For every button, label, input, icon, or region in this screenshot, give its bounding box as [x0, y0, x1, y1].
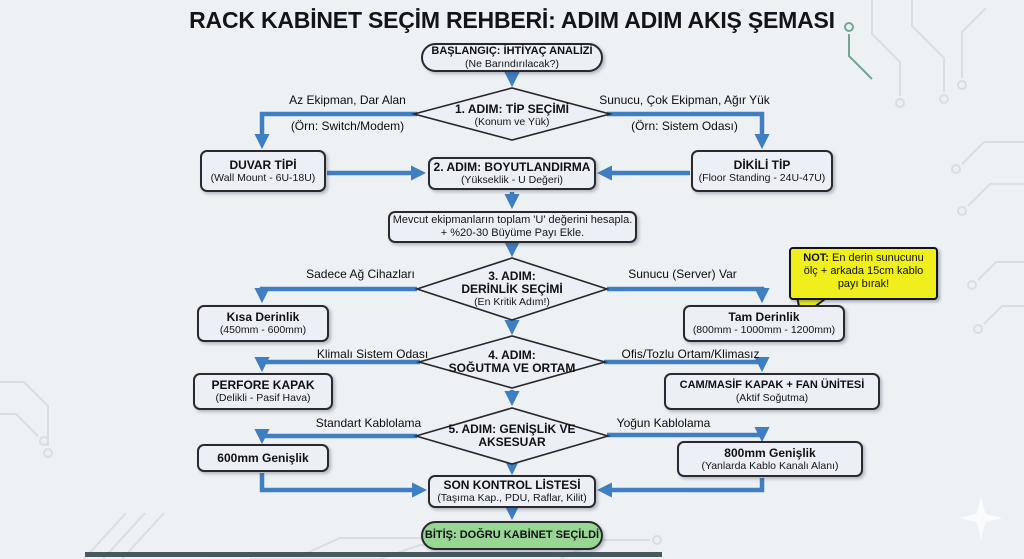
step5-diamond [413, 407, 611, 465]
step3-title2: DERİNLİK SEÇİMİ [461, 282, 563, 296]
step1-subtitle: (Konum ve Yük) [474, 115, 550, 128]
perforated-door-node: PERFORE KAPAK (Delikli - Pasif Hava) [193, 373, 333, 410]
short-depth-node: Kısa Derinlik (450mm - 600mm) [197, 305, 329, 342]
step3-diamond [414, 257, 610, 321]
branch3-right-label: Sunucu (Server) Var [628, 267, 737, 281]
width-600-node: 600mm Genişlik [197, 444, 329, 472]
wall-type-title: DUVAR TİPİ [229, 157, 297, 172]
branch4-left-label: Klimalı Sistem Odası [316, 347, 429, 361]
width-800-node: 800mm Genişlik (Yanlarda Kablo Kanalı Al… [677, 441, 863, 477]
full-depth-title: Tam Derinlik [728, 310, 800, 324]
start-node: BAŞLANGIÇ: İHTİYAÇ ANALİZİ (Ne Barındırı… [421, 43, 603, 72]
start-subtitle: (Ne Barındırılacak?) [465, 58, 559, 70]
full-depth-subtitle: (800mm - 1000mm - 1200mm) [692, 324, 836, 336]
width-600-title: 600mm Genişlik [217, 450, 309, 465]
branch1-left-sublabel: (Örn: Switch/Modem) [290, 119, 405, 133]
branch5-left-label: Standart Kablolama [315, 416, 422, 430]
step2-title: 2. ADIM: BOYUTLANDIRMA [433, 160, 591, 174]
step5-title2: AKSESUAR [478, 435, 546, 449]
perforated-door-title: PERFORE KAPAK [211, 378, 315, 392]
floor-type-title: DİKİLİ TİP [733, 157, 791, 172]
step1-diamond [410, 87, 614, 141]
step2-node: 2. ADIM: BOYUTLANDIRMA (Yükseklik - U De… [428, 157, 596, 190]
end-node: BİTİŞ: DOĞRU KABİNET SEÇİLDİ [421, 521, 603, 550]
u-note-line2: + %20-30 Büyüme Payı Ekle. [440, 227, 585, 239]
wall-type-node: DUVAR TİPİ (Wall Mount - 6U-18U) [200, 150, 326, 192]
perforated-door-subtitle: (Delikli - Pasif Hava) [215, 392, 311, 404]
branch1-left-label: Az Ekipman, Dar Alan [289, 93, 406, 107]
step2-subtitle: (Yükseklik - U Değeri) [460, 174, 564, 186]
branch4-right-label: Ofis/Tozlu Ortam/Klimasız [621, 347, 760, 361]
start-title: BAŞLANGIÇ: İHTİYAÇ ANALİZİ [431, 45, 593, 57]
step4-diamond [416, 335, 608, 389]
glass-door-title: CAM/MASİF KAPAK + FAN ÜNİTESİ [679, 379, 865, 391]
step1-label: 1. ADIM: TİP SEÇİMİ (Konum ve Yük) [412, 95, 612, 135]
flow-arrows [254, 71, 770, 521]
branch5-right-label: Yoğun Kablolama [616, 416, 711, 430]
page-title: RACK KABİNET SEÇİM REHBERİ: ADIM ADIM AK… [189, 7, 835, 33]
warning-note-bold: NOT: [803, 252, 829, 264]
branch1-right-label: Sunucu, Çok Ekipman, Ağır Yük [599, 93, 770, 107]
step3-label: 3. ADIM: DERİNLİK SEÇİMİ (En Kritik Adım… [417, 266, 607, 312]
warning-note-text: En derin sunucunu ölç + arkada 15cm kabl… [803, 252, 924, 290]
final-check-title: SON KONTROL LİSTESİ [443, 478, 581, 492]
short-depth-subtitle: (450mm - 600mm) [219, 324, 307, 336]
final-check-subtitle: (Taşıma Kap., PDU, Raflar, Kilit) [437, 492, 587, 504]
u-note-line1: Mevcut ekipmanların toplam 'U' değerini … [392, 214, 633, 226]
final-check-node: SON KONTROL LİSTESİ (Taşıma Kap., PDU, R… [428, 475, 596, 508]
floor-type-subtitle: (Floor Standing - 24U-47U) [698, 171, 826, 184]
u-calculation-note: Mevcut ekipmanların toplam 'U' değerini … [388, 211, 637, 243]
floor-type-node: DİKİLİ TİP (Floor Standing - 24U-47U) [691, 150, 833, 192]
wall-type-subtitle: (Wall Mount - 6U-18U) [210, 171, 316, 184]
short-depth-title: Kısa Derinlik [226, 310, 300, 324]
glass-door-node: CAM/MASİF KAPAK + FAN ÜNİTESİ (Aktif Soğ… [664, 373, 880, 410]
step3-title: 3. ADIM: [488, 269, 536, 283]
warning-note-bubble: NOT: En derin sunucunu ölç + arkada 15cm… [789, 247, 938, 300]
branch3-left-label: Sadece Ağ Cihazları [306, 267, 415, 281]
step1-title: 1. ADIM: TİP SEÇİMİ [454, 101, 569, 116]
step4-title2: SOĞUTMA VE ORTAM [448, 361, 576, 375]
full-depth-node: Tam Derinlik (800mm - 1000mm - 1200mm) [683, 305, 845, 342]
glass-door-subtitle: (Aktif Soğutma) [735, 392, 809, 404]
step4-label: 4. ADIM: SOĞUTMA VE ORTAM [427, 347, 597, 377]
step3-subtitle: (En Kritik Adım!) [474, 296, 550, 308]
width-800-title: 800mm Genişlik [724, 445, 816, 460]
step5-label: 5. ADIM: GENİŞLİK VE AKSESUAR [422, 421, 602, 451]
bottom-bar [85, 552, 662, 557]
step4-title: 4. ADIM: [488, 348, 536, 362]
end-title: BİTİŞ: DOĞRU KABİNET SEÇİLDİ [424, 529, 600, 541]
branch1-right-sublabel: (Örn: Sistem Odası) [631, 119, 738, 133]
width-800-subtitle: (Yanlarda Kablo Kanalı Alanı) [701, 459, 839, 472]
step5-title: 5. ADIM: GENİŞLİK VE [448, 422, 576, 436]
